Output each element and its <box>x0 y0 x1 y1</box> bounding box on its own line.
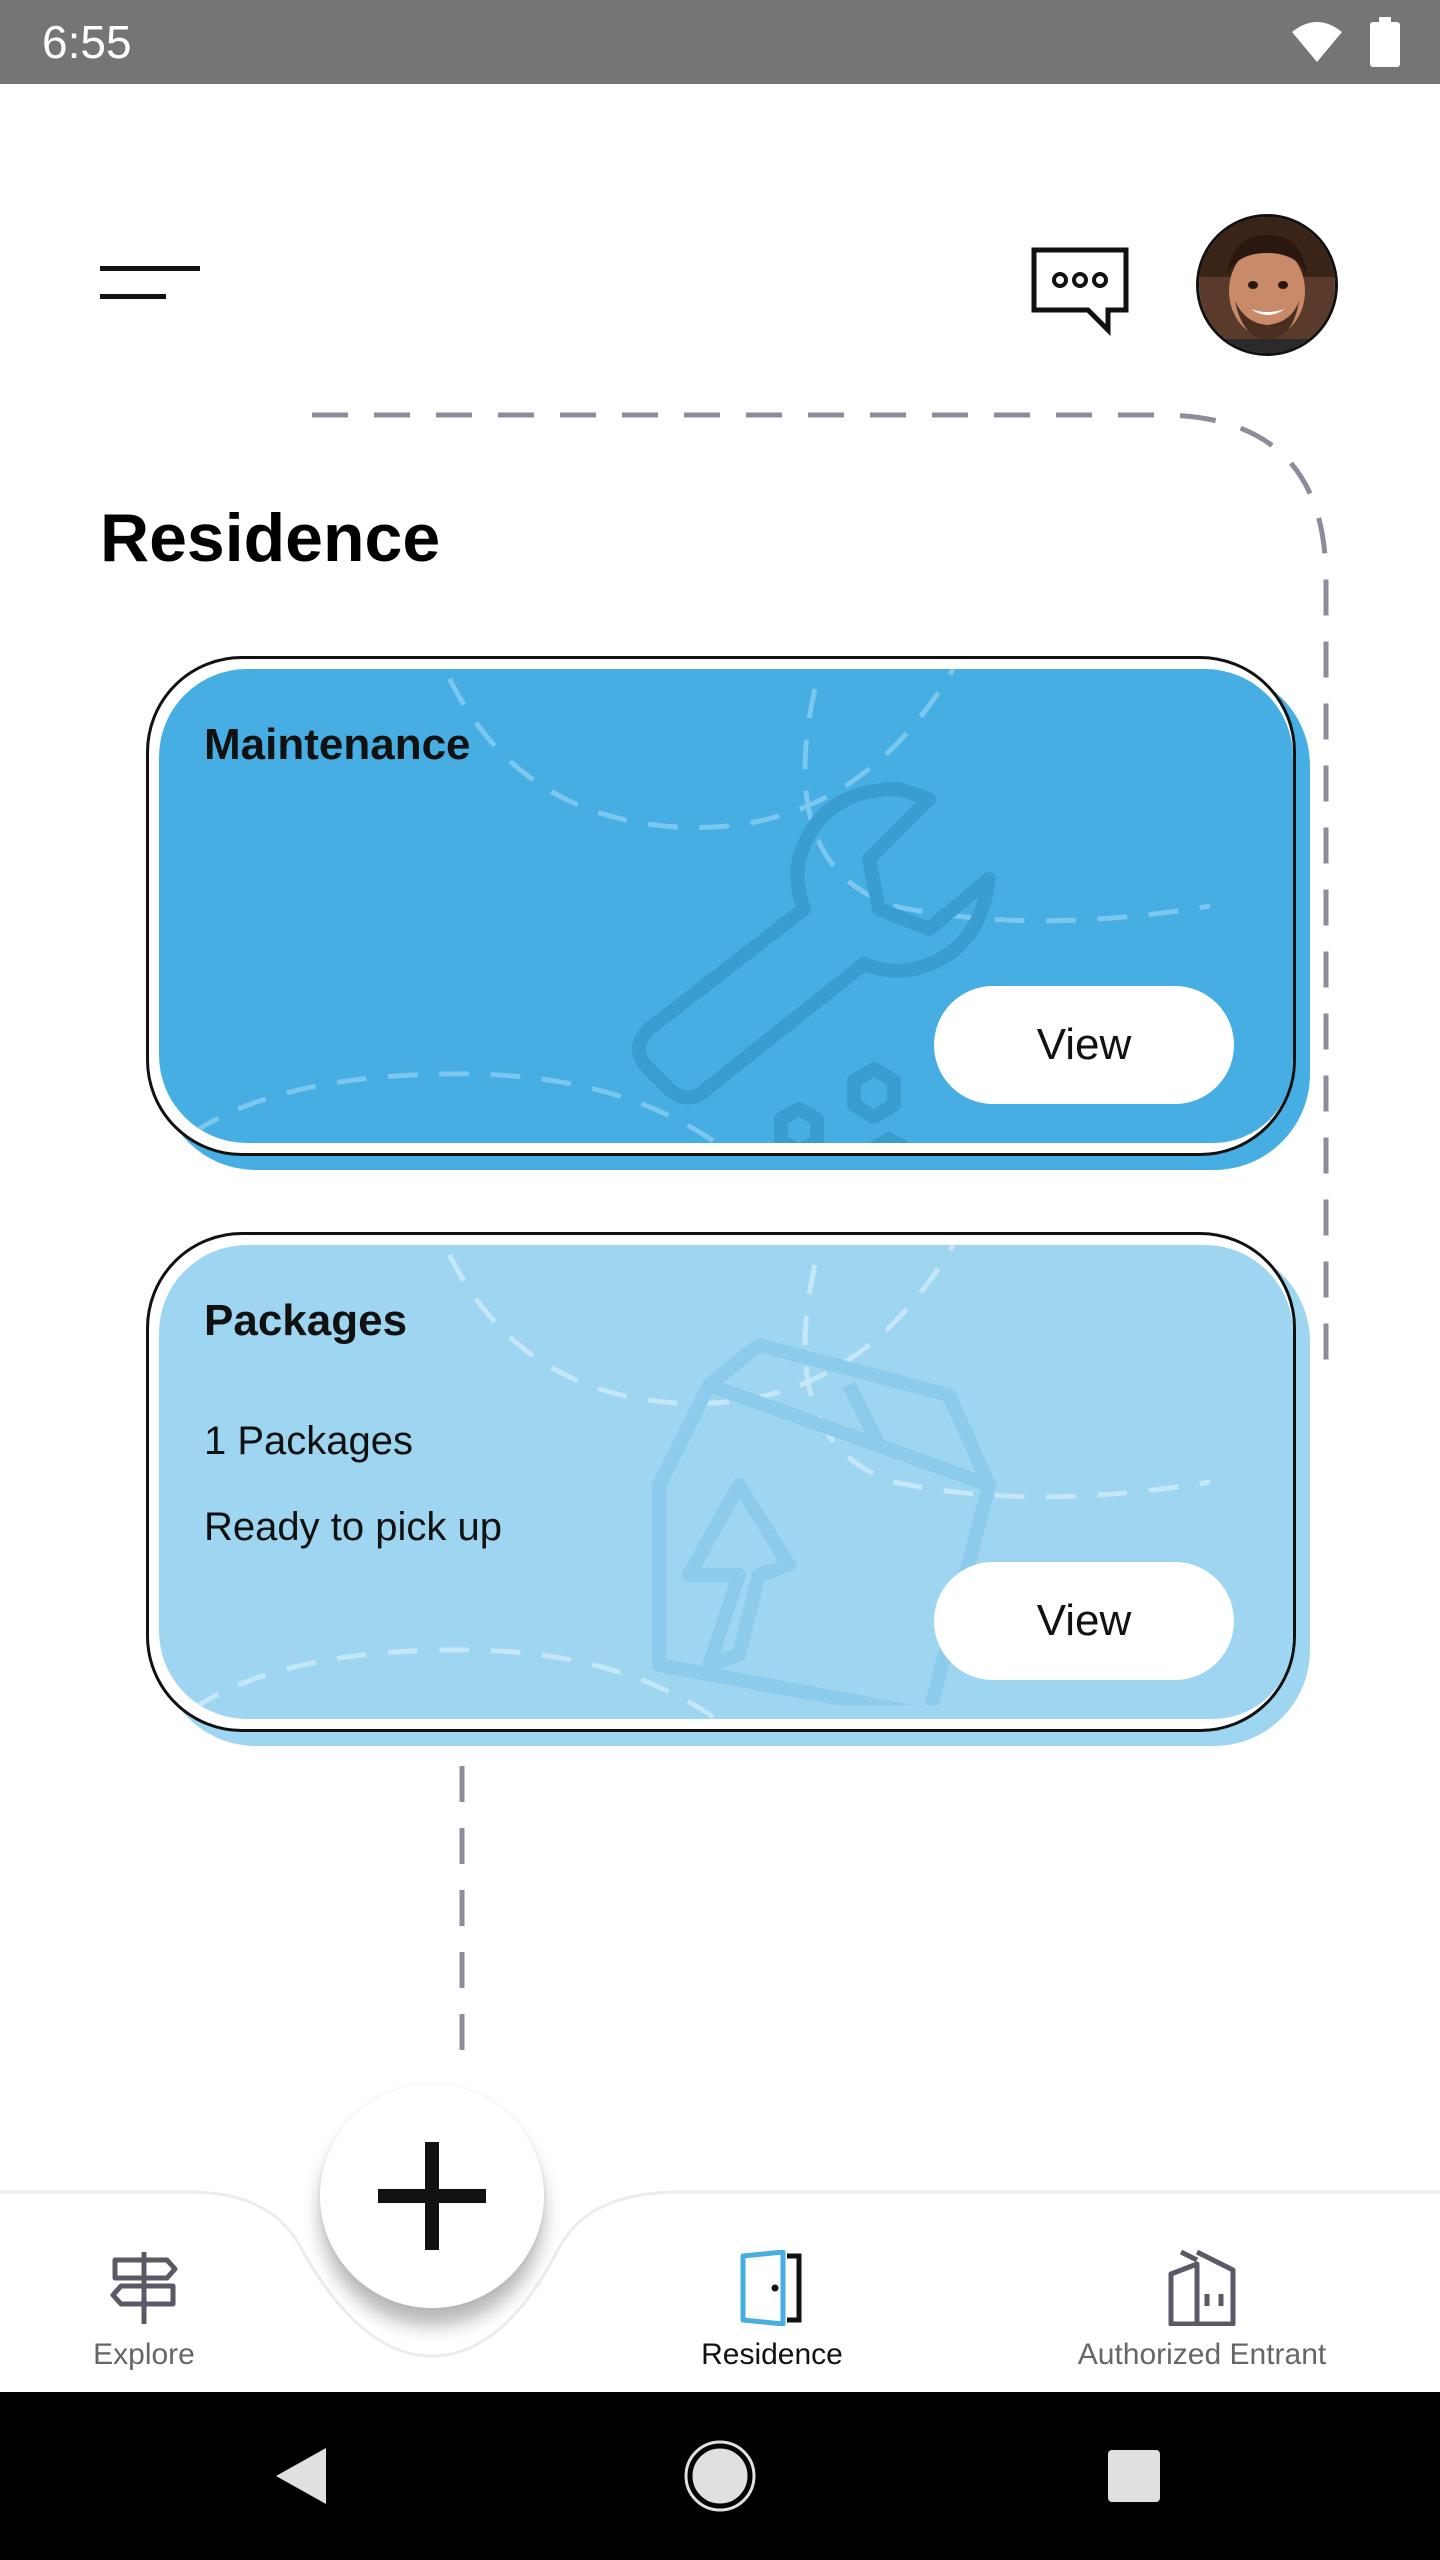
bottom-nav-background <box>0 2190 1440 2392</box>
packages-card[interactable]: Packages 1 Packages Ready to pick up Vie… <box>146 1232 1310 1746</box>
menu-button[interactable] <box>96 252 206 312</box>
status-icons <box>1290 16 1400 68</box>
nav-label-residence: Residence <box>701 2338 843 2371</box>
user-avatar[interactable] <box>1196 214 1338 356</box>
door-icon <box>740 2250 802 2326</box>
battery-icon <box>1370 17 1400 67</box>
packages-status: Ready to pick up <box>204 1505 502 1549</box>
back-button[interactable] <box>250 2426 350 2526</box>
system-nav-bar <box>0 2392 1440 2560</box>
maintenance-card-decoration <box>191 669 1211 1143</box>
packages-card-title: Packages <box>204 1296 408 1345</box>
packages-count: 1 Packages <box>204 1419 414 1463</box>
wrench-icon <box>632 782 996 1143</box>
packages-card-decoration <box>191 1245 1211 1719</box>
wifi-icon <box>1292 22 1342 62</box>
recents-icon <box>1108 2450 1160 2502</box>
back-icon <box>276 2448 326 2504</box>
maintenance-card-body <box>146 656 1296 1156</box>
plus-icon <box>378 2142 486 2250</box>
chat-bubble-icon <box>1031 247 1129 337</box>
nav-label-authorized-entrant: Authorized Entrant <box>1077 2338 1327 2371</box>
chat-button[interactable] <box>1028 244 1132 337</box>
home-icon <box>684 2440 756 2512</box>
recents-button[interactable] <box>1084 2426 1184 2526</box>
maintenance-card-title: Maintenance <box>204 720 471 769</box>
buildings-icon <box>1168 2250 1236 2326</box>
home-button[interactable] <box>670 2426 770 2526</box>
nav-item-authorized-entrant[interactable]: Authorized Entrant <box>1022 2250 1382 2380</box>
bottom-nav: Explore Residence Authorized Entrant <box>0 2186 1440 2392</box>
nav-item-residence[interactable]: Residence <box>592 2250 952 2380</box>
status-time: 6:55 <box>42 16 132 68</box>
nav-label-explore: Explore <box>93 2338 195 2371</box>
menu-icon <box>100 266 200 299</box>
avatar-image <box>1199 217 1335 353</box>
signpost-icon <box>110 2252 178 2324</box>
status-bar: 6:55 <box>0 0 1440 84</box>
maintenance-view-button[interactable]: View <box>934 986 1234 1104</box>
nav-item-explore[interactable]: Explore <box>0 2250 324 2380</box>
maintenance-card[interactable]: Maintenance View <box>146 656 1310 1170</box>
add-button[interactable] <box>320 2084 544 2308</box>
page-title: Residence <box>100 500 441 576</box>
packages-view-button[interactable]: View <box>934 1562 1234 1680</box>
